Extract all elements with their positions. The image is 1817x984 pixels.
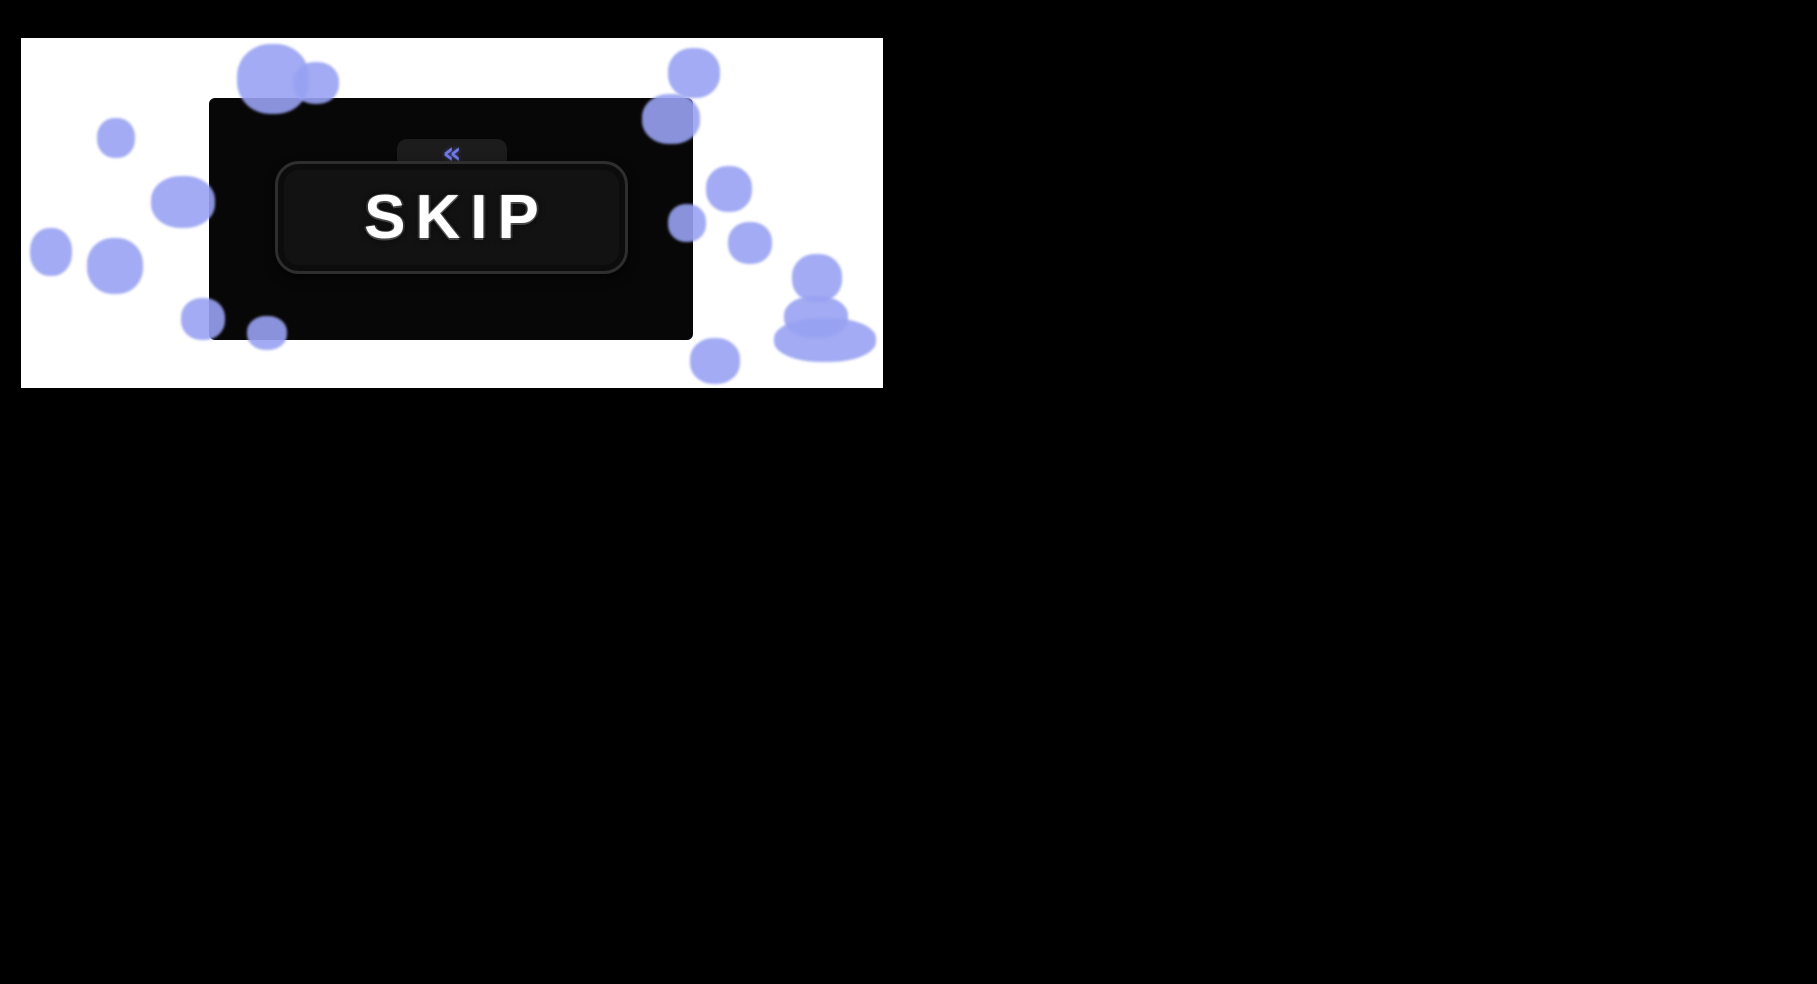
skip-overlay-panel: « SKIP (209, 98, 693, 340)
skip-button-label: SKIP (364, 183, 549, 252)
ad-viewport: « SKIP (21, 38, 883, 388)
skip-button[interactable]: SKIP (275, 161, 628, 274)
